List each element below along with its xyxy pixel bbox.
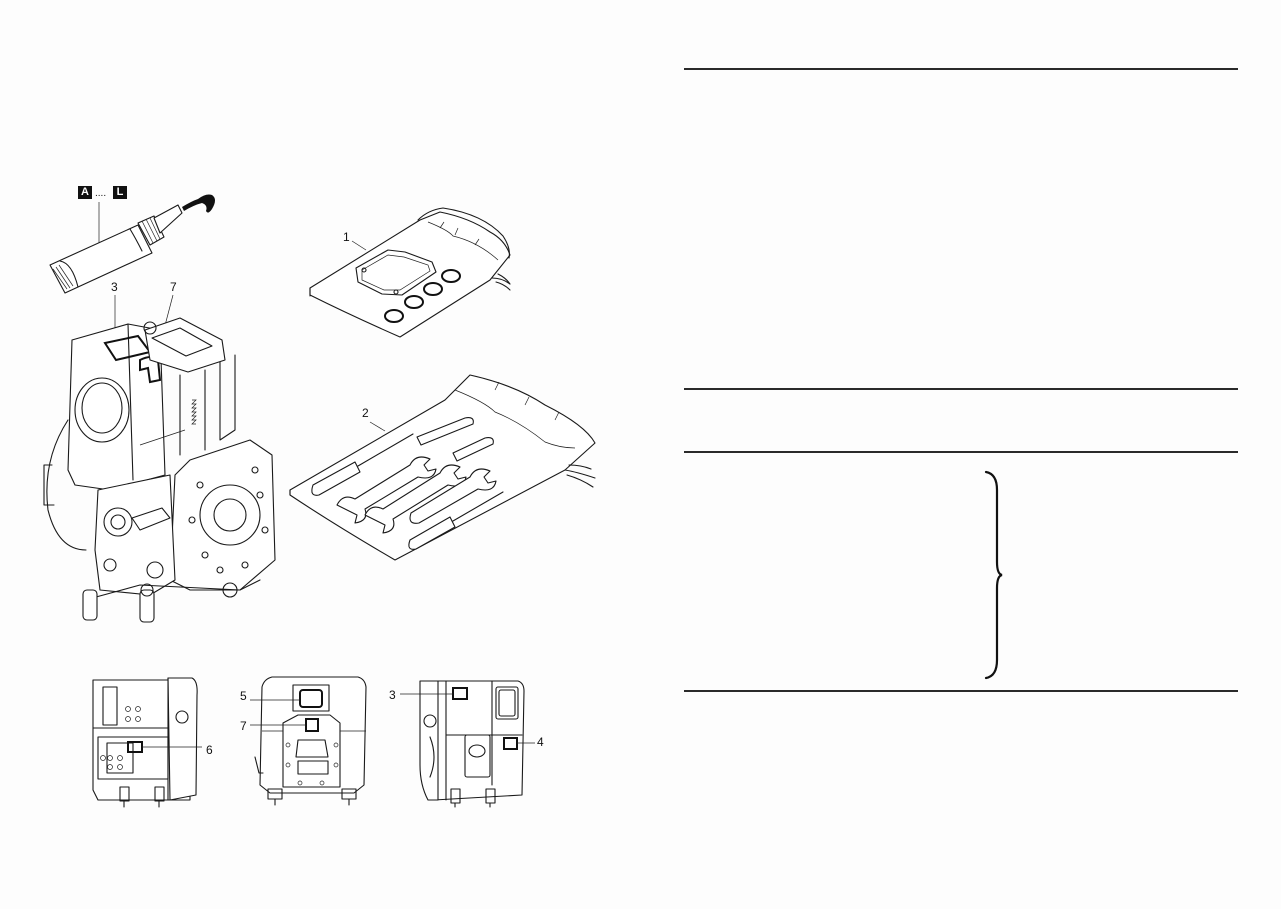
callout-5-front-view: 5 — [240, 689, 247, 703]
rule-bottom — [684, 690, 1238, 692]
rule-top — [684, 68, 1238, 70]
callout-3-right-view: 3 — [389, 688, 396, 702]
tool-kit-roll-illustration — [289, 374, 596, 561]
sealant-badge-l: L — [113, 186, 127, 199]
engine-front-view-illustration — [250, 676, 367, 806]
engine-isometric-illustration — [43, 294, 276, 623]
sealant-range-dots: .... — [95, 188, 107, 199]
engine-right-view-illustration — [400, 680, 535, 808]
callout-1-gasket-kit: 1 — [343, 230, 350, 244]
callout-7-front-view: 7 — [240, 719, 247, 733]
curly-brace-icon — [984, 470, 1003, 680]
engine-left-view-illustration — [92, 677, 202, 808]
rule-section-upper — [684, 388, 1238, 390]
sealant-badge-a: A — [78, 186, 92, 199]
callout-6-left-view: 6 — [206, 743, 213, 757]
rule-section-lower — [684, 451, 1238, 453]
callout-3-engine: 3 — [111, 280, 118, 294]
callout-2-tool-kit: 2 — [362, 406, 369, 420]
callout-4-right-view: 4 — [537, 735, 544, 749]
callout-7-engine: 7 — [170, 280, 177, 294]
sealant-tube-icon — [49, 194, 215, 294]
gasket-kit-bag-illustration — [309, 207, 511, 338]
